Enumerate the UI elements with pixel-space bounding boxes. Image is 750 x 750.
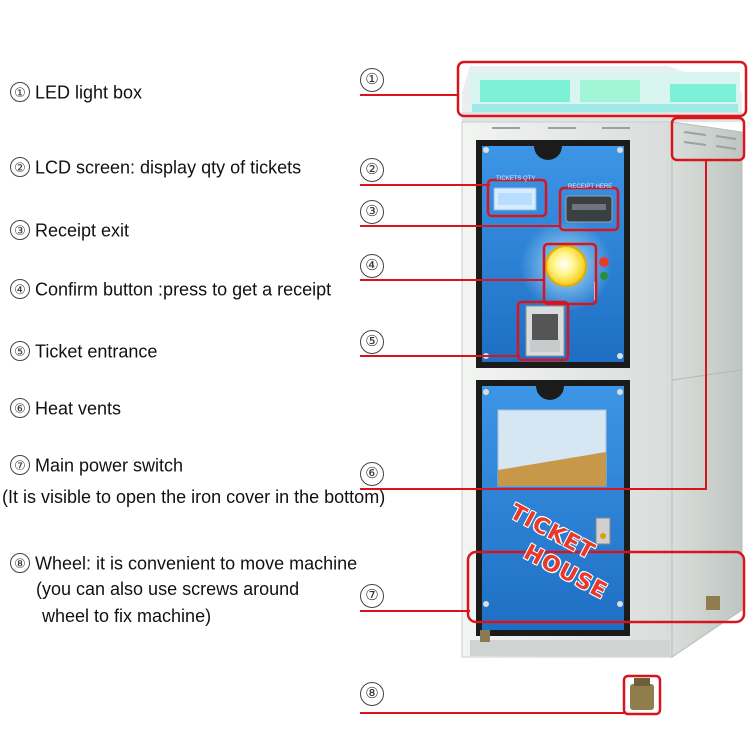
receipt-exit bbox=[565, 195, 613, 223]
label-1-number: ① bbox=[10, 82, 30, 103]
label-3-text: Receipt exit bbox=[35, 220, 130, 241]
label-4-text: Confirm button :press to get a receipt bbox=[35, 279, 332, 300]
led-light-box bbox=[462, 66, 742, 122]
label-2-text: LCD screen: display qty of tickets bbox=[35, 157, 302, 178]
callout-6: ⑥ bbox=[360, 462, 384, 486]
wheels bbox=[480, 596, 720, 710]
label-1-text: LED light box bbox=[35, 82, 143, 103]
label-6-text: Heat vents bbox=[35, 398, 122, 419]
callout-8: ⑧ bbox=[360, 682, 384, 706]
label-8-text: Wheel: it is convenient to move machine bbox=[35, 553, 358, 574]
callout-1: ① bbox=[360, 68, 384, 92]
callout-3: ③ bbox=[360, 200, 384, 224]
label-8-number: ⑧ bbox=[10, 553, 30, 574]
leader-lines bbox=[360, 94, 707, 714]
receipt-caption: RECEIPT HERE bbox=[568, 184, 613, 190]
label-4-number: ④ bbox=[10, 279, 30, 300]
label-6-number: ⑥ bbox=[10, 398, 30, 419]
lower-door bbox=[476, 380, 630, 636]
label-5-text: Ticket entrance bbox=[35, 341, 158, 362]
wheel-note-line-1: (you can also use screws around bbox=[36, 579, 300, 599]
lcd-caption: TICKETS QTY bbox=[496, 176, 536, 182]
label-2-number: ② bbox=[10, 157, 30, 178]
lcd-screen bbox=[493, 187, 537, 211]
ticket-entrance bbox=[525, 305, 565, 357]
callout-7: ⑦ bbox=[360, 584, 384, 608]
callout-2: ② bbox=[360, 158, 384, 182]
heat-vents bbox=[492, 127, 737, 150]
label-7-number: ⑦ bbox=[10, 455, 30, 476]
wheel-note-line-2: wheel to fix machine) bbox=[42, 606, 212, 626]
callout-4: ④ bbox=[360, 254, 384, 278]
callout-5: ⑤ bbox=[360, 330, 384, 354]
power-switch-note: (It is visible to open the iron cover in… bbox=[2, 487, 386, 507]
label-7-text: Main power switch bbox=[35, 455, 184, 476]
label-3-number: ③ bbox=[10, 220, 30, 241]
label-5-number: ⑤ bbox=[10, 341, 30, 362]
highlight-boxes bbox=[456, 60, 748, 716]
confirm-button bbox=[520, 220, 612, 312]
